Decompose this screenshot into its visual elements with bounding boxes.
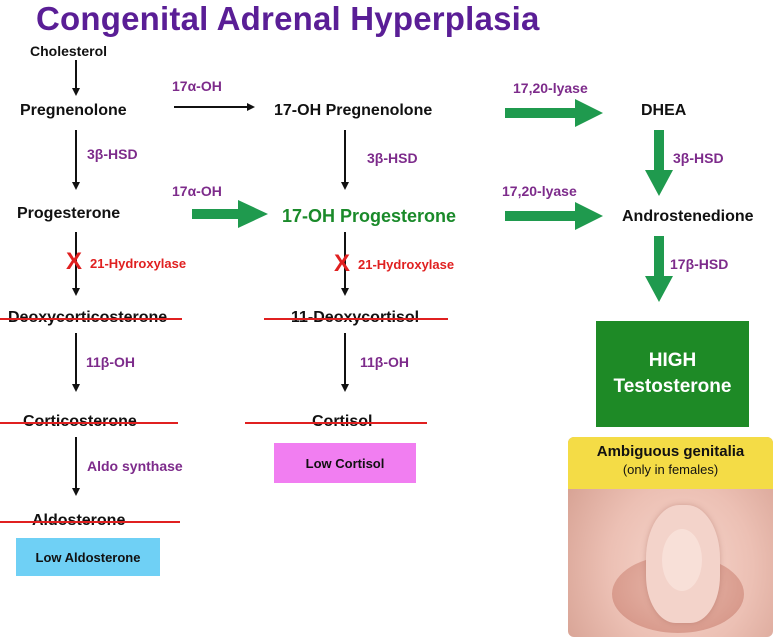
high-label: HIGH — [648, 350, 697, 371]
node-17oh-progesterone: 17-OH Progesterone — [282, 206, 457, 226]
node-deoxycorticosterone: Deoxycorticosterone — [8, 309, 167, 327]
node-corticosterone: Corticosterone — [23, 413, 137, 431]
strike-aldosterone — [0, 521, 180, 523]
enzyme-3b-hsd-right: 3β-HSD — [673, 150, 724, 166]
enzyme-17-20-lyase-top: 17,20-lyase — [513, 80, 588, 96]
enzyme-17a-oh-top: 17α-OH — [172, 78, 222, 94]
enzyme-21-hydroxylase-left: 21-Hydroxylase — [90, 256, 187, 271]
block-x-left: X — [66, 248, 83, 275]
enzyme-17a-oh-mid: 17α-OH — [172, 183, 222, 199]
green-arrow-dhea-androstenedione — [645, 130, 673, 196]
node-17oh-pregnenolone: 17-OH Pregnenolone — [274, 102, 433, 119]
strike-11-deoxycortisol — [264, 318, 448, 320]
photo-subtitle: (only in females) — [622, 462, 719, 477]
low-cortisol-box: Low Cortisol — [274, 443, 416, 483]
strike-cortisol — [245, 422, 427, 424]
node-cortisol: Cortisol — [312, 413, 372, 431]
ambiguous-genitalia-photo: Ambiguous genitalia (only in females) — [568, 437, 773, 637]
page-title: Congenital Adrenal Hyperplasia — [36, 0, 540, 37]
strike-corticosterone — [0, 422, 178, 424]
photo-tissue-highlight — [662, 529, 702, 591]
green-arrow-progesterone-17ohprog — [192, 200, 268, 228]
node-progesterone: Progesterone — [17, 205, 121, 222]
enzyme-21-hydroxylase-mid: 21-Hydroxylase — [358, 257, 455, 272]
enzyme-17-20-lyase-mid: 17,20-lyase — [502, 183, 577, 199]
green-arrow-17ohpreg-dhea — [505, 99, 603, 127]
photo-header: Ambiguous genitalia (only in females) — [568, 437, 773, 489]
node-aldosterone: Aldosterone — [32, 512, 125, 530]
node-androstenedione: Androstenedione — [622, 208, 754, 225]
strike-deoxycorticosterone — [0, 318, 182, 320]
low-aldosterone-box: Low Aldosterone — [16, 538, 160, 576]
enzyme-11b-oh-left: 11β-OH — [86, 354, 136, 370]
enzyme-17b-hsd: 17β-HSD — [670, 256, 729, 272]
green-arrow-17ohprog-androstenedione — [505, 202, 603, 230]
node-pregnenolone: Pregnenolone — [20, 102, 127, 119]
green-arrow-androstenedione-testosterone — [645, 236, 673, 302]
node-dhea: DHEA — [641, 102, 687, 119]
block-x-mid: X — [334, 250, 351, 277]
photo-title: Ambiguous genitalia — [596, 443, 745, 460]
enzyme-11b-oh-mid: 11β-OH — [360, 354, 410, 370]
node-11-deoxycortisol: 11-Deoxycortisol — [291, 309, 419, 327]
testosterone-label: Testosterone — [613, 376, 732, 397]
enzyme-3b-hsd-mid: 3β-HSD — [367, 150, 418, 166]
high-testosterone-box: HIGH Testosterone — [596, 321, 749, 427]
enzyme-3b-hsd-left: 3β-HSD — [87, 146, 138, 162]
enzyme-aldo-synthase: Aldo synthase — [87, 458, 183, 474]
node-cholesterol: Cholesterol — [30, 43, 108, 59]
